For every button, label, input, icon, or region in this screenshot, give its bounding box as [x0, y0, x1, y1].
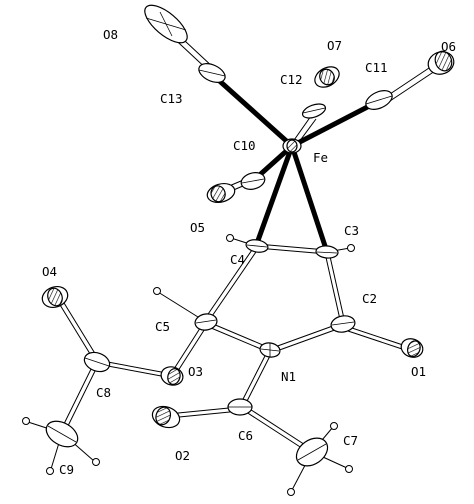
label-c8: C8: [96, 385, 111, 400]
atom-o7: [314, 66, 340, 88]
label-c5: C5: [155, 319, 170, 334]
bond-c11-o6: [383, 65, 436, 104]
hydrogen-c7-a: [287, 488, 295, 496]
label-c10: C10: [233, 138, 256, 153]
label-c6: C6: [238, 428, 253, 443]
atom-o6: [427, 50, 455, 75]
label-o5: O5: [190, 220, 205, 235]
label-o2: O2: [175, 448, 190, 463]
atom-c6: [227, 398, 253, 416]
label-c7: C7: [343, 433, 358, 448]
label-c13: C13: [160, 91, 183, 106]
atom-c8: [83, 351, 111, 373]
atom-o8: [144, 4, 188, 44]
hydrogen-c3: [347, 244, 355, 252]
bond-c4-c5: [203, 246, 259, 323]
atom-n1: [259, 342, 281, 358]
atom-c7: [295, 437, 329, 467]
atom-o4: [41, 286, 69, 308]
hydrogen-c9-a: [22, 417, 30, 425]
label-c4: C4: [230, 252, 245, 267]
hydrogens: [22, 234, 355, 496]
atom-c9: [45, 420, 79, 448]
hydrogen-c4: [226, 234, 234, 242]
atom-fe: [282, 138, 302, 154]
atom-o3: [160, 366, 184, 386]
label-c3: C3: [344, 223, 359, 238]
atom-c10: [240, 172, 266, 190]
atom-o2: [151, 405, 181, 429]
label-o8: O8: [103, 27, 118, 42]
atom-labels: O8 O7 O6 C13 C12 C11 C10 Fe O5 C3 C4 O4 …: [42, 27, 456, 477]
hydrogen-c7-b: [345, 465, 353, 473]
bond-fe-c13: [211, 73, 295, 149]
bond-fe-c11: [289, 98, 382, 149]
bond-fe-c3: [289, 143, 330, 255]
atoms: [41, 4, 455, 467]
hydrogen-c9-b: [46, 467, 54, 475]
label-o6: O6: [441, 39, 456, 54]
atom-c5: [194, 313, 218, 331]
atom-c2: [330, 315, 356, 333]
bond-c4-c3: [256, 243, 328, 255]
label-c12: C12: [280, 72, 303, 87]
label-n1: N1: [281, 369, 296, 384]
label-o1: O1: [411, 364, 426, 379]
hydrogen-c5: [153, 287, 161, 295]
bond-c8-c9: [59, 360, 100, 435]
bond-c3-c2: [324, 251, 346, 325]
atom-c11: [365, 90, 393, 110]
label-o4: O4: [42, 264, 57, 279]
hydrogen-c7-c: [330, 422, 338, 430]
label-o3: O3: [188, 364, 203, 379]
hydrogen-c9-c: [92, 458, 100, 466]
label-c2: C2: [362, 291, 377, 306]
bond-c6-o2: [167, 406, 241, 419]
bond-c6-c7: [239, 403, 314, 455]
bond-c2-o1: [341, 324, 410, 352]
bond-fe-c4: [253, 143, 295, 249]
atom-c13: [198, 63, 226, 83]
label-o7: O7: [327, 38, 342, 53]
label-fe: Fe: [313, 150, 328, 165]
atom-c4: [245, 239, 269, 253]
bond-c8-o4: [56, 297, 100, 363]
label-c11: C11: [365, 60, 388, 75]
bond-n1-c6: [238, 349, 273, 410]
atom-o5: [206, 182, 236, 204]
atom-c3: [315, 245, 339, 259]
atom-c12: [301, 103, 327, 119]
bond-c5-o3: [171, 321, 209, 375]
label-c9: C9: [59, 462, 74, 477]
bond-c2-n1: [271, 322, 344, 353]
bond-c5-n1: [203, 320, 271, 353]
atom-o1: [400, 338, 424, 358]
